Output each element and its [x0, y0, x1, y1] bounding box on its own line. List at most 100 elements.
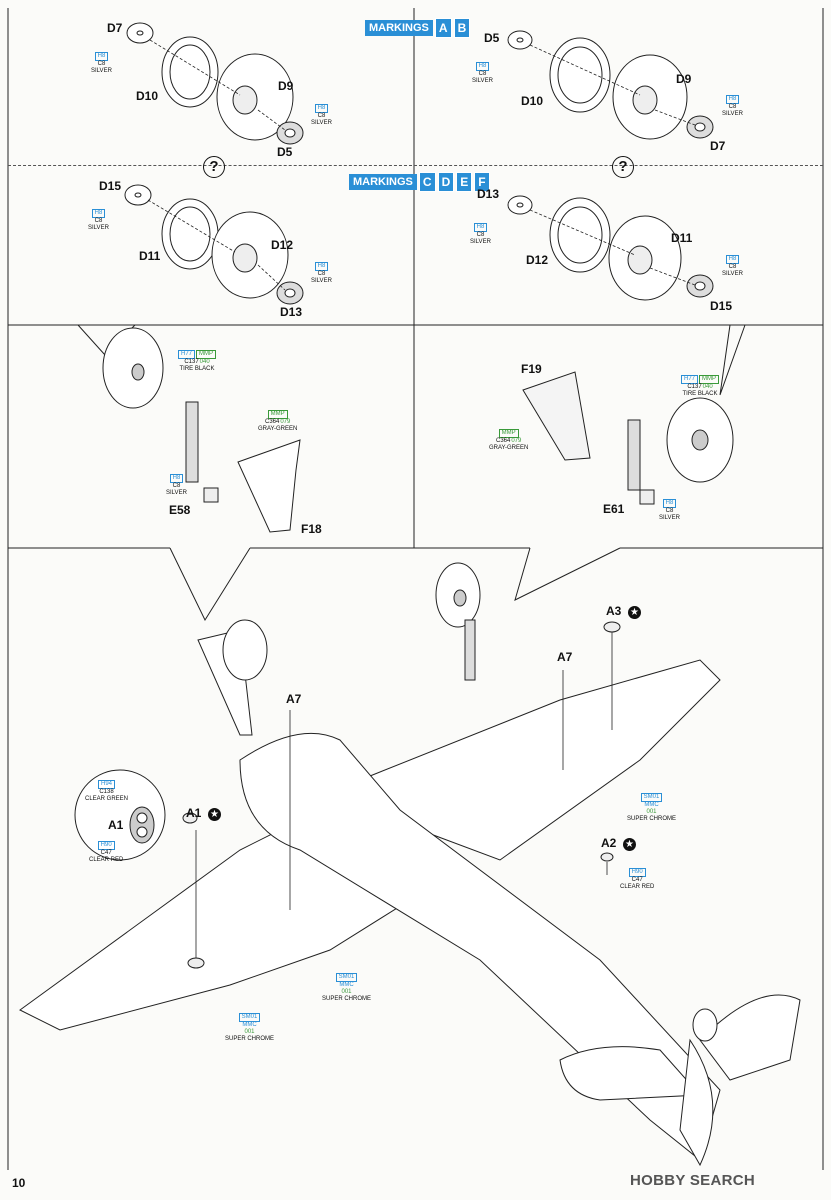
- sm-code: SM01: [335, 973, 358, 982]
- mmc-label: MMC: [339, 982, 354, 988]
- hobby-color-code: H8: [662, 499, 677, 508]
- mmp-code: 040: [199, 359, 210, 365]
- hobby-color-code: H8: [725, 255, 740, 264]
- mr-color-code: C8: [665, 508, 674, 514]
- color-name: CLEAR RED: [620, 884, 655, 890]
- mmp-label: MMP: [498, 429, 519, 438]
- part-label: D15: [710, 299, 733, 313]
- mmc-label: MMC: [242, 1022, 257, 1028]
- color-name: CLEAR GREEN: [85, 796, 129, 802]
- part-label: E61: [603, 502, 625, 516]
- color-callout-clear-red: H90 C47 CLEAR RED: [89, 841, 123, 864]
- mr-color-code: C138: [99, 789, 114, 795]
- color-name: SILVER: [88, 225, 109, 231]
- color-name: SILVER: [311, 120, 332, 126]
- color-name: SILVER: [470, 239, 491, 245]
- color-name: TIRE BLACK: [682, 391, 718, 397]
- part-label: D10: [521, 94, 544, 108]
- part-label: D13: [280, 305, 303, 319]
- color-name: SUPER CHROME: [225, 1036, 275, 1042]
- star-icon: ★: [623, 838, 636, 851]
- mmp-label: MMP: [699, 375, 720, 384]
- part-label: F19: [521, 362, 542, 376]
- mmc-code: 001: [244, 1029, 255, 1035]
- part-label: D11: [139, 249, 161, 263]
- hobby-color-code: H77: [681, 375, 699, 384]
- color-name: TIRE BLACK: [179, 366, 215, 372]
- color-callout-clear-red: H90 C47 CLEAR RED: [620, 868, 654, 891]
- color-callout-silver: H8 C8 SILVER: [88, 209, 109, 232]
- sm-code: SM01: [238, 1013, 261, 1022]
- color-callout-silver: H8 C8 SILVER: [722, 95, 743, 118]
- part-label: D5: [484, 31, 500, 45]
- hobby-color-code: H94: [98, 780, 116, 789]
- hobby-color-code: H8: [725, 95, 740, 104]
- hobby-color-code: H8: [314, 262, 329, 271]
- mmp-code: 079: [280, 419, 291, 425]
- color-name: SILVER: [659, 515, 680, 521]
- hobby-color-code: H8: [473, 223, 488, 232]
- mr-color-code: C364: [264, 419, 280, 425]
- color-name: SILVER: [472, 78, 493, 84]
- part-label: D9: [676, 72, 692, 86]
- marking-code-e: E: [456, 172, 473, 192]
- hobby-color-code: H90: [628, 868, 646, 877]
- part-label: D10: [136, 89, 159, 103]
- hobby-color-code: H8: [314, 104, 329, 113]
- markings-label: MARKINGS: [365, 20, 433, 36]
- color-callout-super-chrome: SM01 MMC 001 SUPER CHROME: [322, 973, 371, 1003]
- question-mark-icon: ?: [612, 156, 634, 178]
- hobby-color-code: H90: [97, 841, 115, 850]
- part-label: D15: [99, 179, 122, 193]
- markings-divider: [8, 165, 823, 166]
- mmc-code: 001: [646, 809, 657, 815]
- part-label: D5: [277, 145, 293, 159]
- part-label: A1: [186, 806, 202, 820]
- part-label: E58: [169, 503, 191, 517]
- mr-color-code: C8: [172, 483, 181, 489]
- mr-color-code: C8: [317, 271, 326, 277]
- part-label: D12: [271, 238, 294, 252]
- part-label: A7: [286, 692, 302, 706]
- mr-color-code: C8: [478, 71, 487, 77]
- mmc-code: 001: [341, 989, 352, 995]
- page-number: 10: [12, 1176, 26, 1190]
- marking-code-c: C: [418, 172, 436, 192]
- markings-cdef-badge: MARKINGS C D E F: [349, 172, 490, 192]
- color-callout-silver: H8 C8 SILVER: [311, 262, 332, 285]
- mr-color-code: C8: [728, 264, 737, 270]
- part-label: D13: [477, 187, 500, 201]
- mr-color-code: C8: [97, 61, 106, 67]
- color-name: SILVER: [166, 490, 187, 496]
- mr-color-code: C364: [495, 438, 511, 444]
- question-mark-icon: ?: [203, 156, 225, 178]
- star-icon: ★: [208, 808, 221, 821]
- part-label: D11: [671, 231, 693, 245]
- part-label: F18: [301, 522, 322, 536]
- part-label: A2: [601, 836, 617, 850]
- color-callout-silver: H8 C8 SILVER: [472, 62, 493, 85]
- mmp-label: MMP: [196, 350, 217, 359]
- hobby-color-code: H8: [91, 209, 106, 218]
- color-name: SILVER: [722, 111, 743, 117]
- color-name: SUPER CHROME: [322, 996, 372, 1002]
- color-name: CLEAR RED: [89, 857, 124, 863]
- color-callout-silver: H8 C8 SILVER: [722, 255, 743, 278]
- color-callout-silver: H8 C8 SILVER: [166, 474, 187, 497]
- markings-ab-badge: MARKINGS A B: [365, 18, 471, 38]
- mr-color-code: C47: [631, 877, 643, 883]
- mmp-code: 040: [702, 384, 713, 390]
- color-callout-silver: H8 C8 SILVER: [659, 499, 680, 522]
- part-label: D7: [710, 139, 726, 153]
- color-name: SILVER: [311, 278, 332, 284]
- watermark-logo: HOBBY SEARCH: [630, 1172, 756, 1189]
- mr-color-code: C47: [100, 850, 112, 856]
- mr-color-code: C137: [184, 359, 199, 365]
- marking-code-d: D: [437, 172, 455, 192]
- color-callout-super-chrome: SM01 MMC 001 SUPER CHROME: [627, 793, 676, 823]
- sm-code: SM01: [640, 793, 663, 802]
- part-label: D12: [526, 253, 549, 267]
